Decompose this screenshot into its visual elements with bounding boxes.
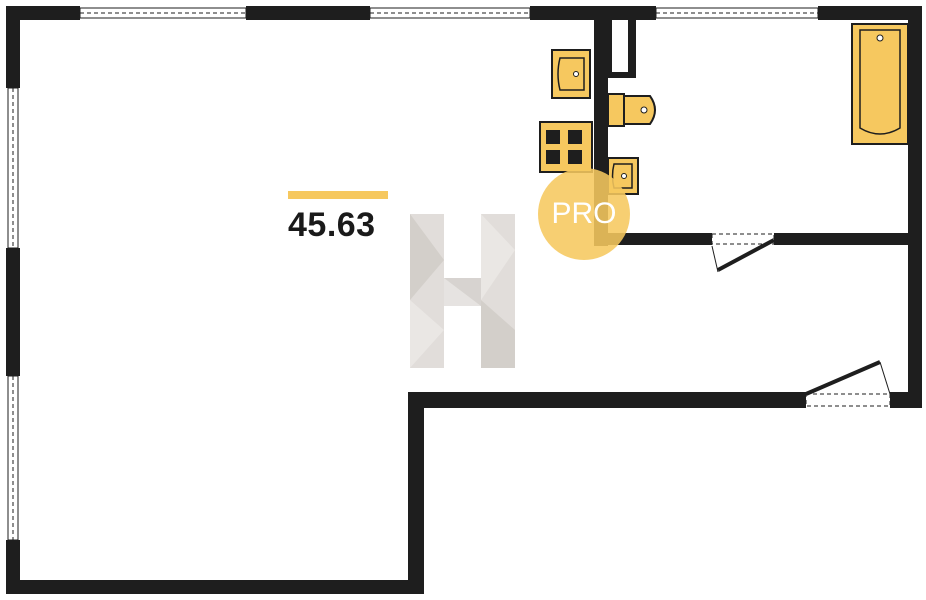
watermark-logo xyxy=(410,214,515,368)
toilet-icon xyxy=(607,93,656,127)
windows xyxy=(7,7,819,541)
pro-badge: PRO xyxy=(538,168,630,260)
kitchen-stove-icon xyxy=(539,121,593,173)
doors xyxy=(711,233,891,407)
sink-icon xyxy=(551,49,591,99)
pro-badge-text: PRO xyxy=(551,197,617,230)
bathtub-icon xyxy=(851,23,909,145)
area-accent-bar xyxy=(288,191,388,199)
room-area-label: 45.63 xyxy=(288,206,376,244)
walls xyxy=(6,6,922,594)
